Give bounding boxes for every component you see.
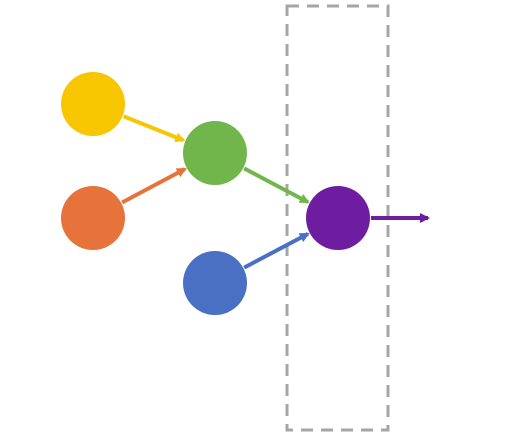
- dashed-highlight-box: [285, 4, 390, 432]
- node-input-yellow: [61, 72, 125, 136]
- edge-input-yellow-to-hidden-green: [122, 114, 186, 143]
- node-hidden-green: [183, 121, 247, 185]
- node-input-blue: [183, 251, 247, 315]
- node-output-purple: [306, 186, 370, 250]
- edge-input-orange-to-hidden-green: [121, 167, 187, 205]
- edge-input-blue-to-output-purple: [243, 232, 310, 270]
- node-input-orange: [61, 186, 125, 250]
- edge-hidden-green-to-output-purple: [243, 166, 310, 204]
